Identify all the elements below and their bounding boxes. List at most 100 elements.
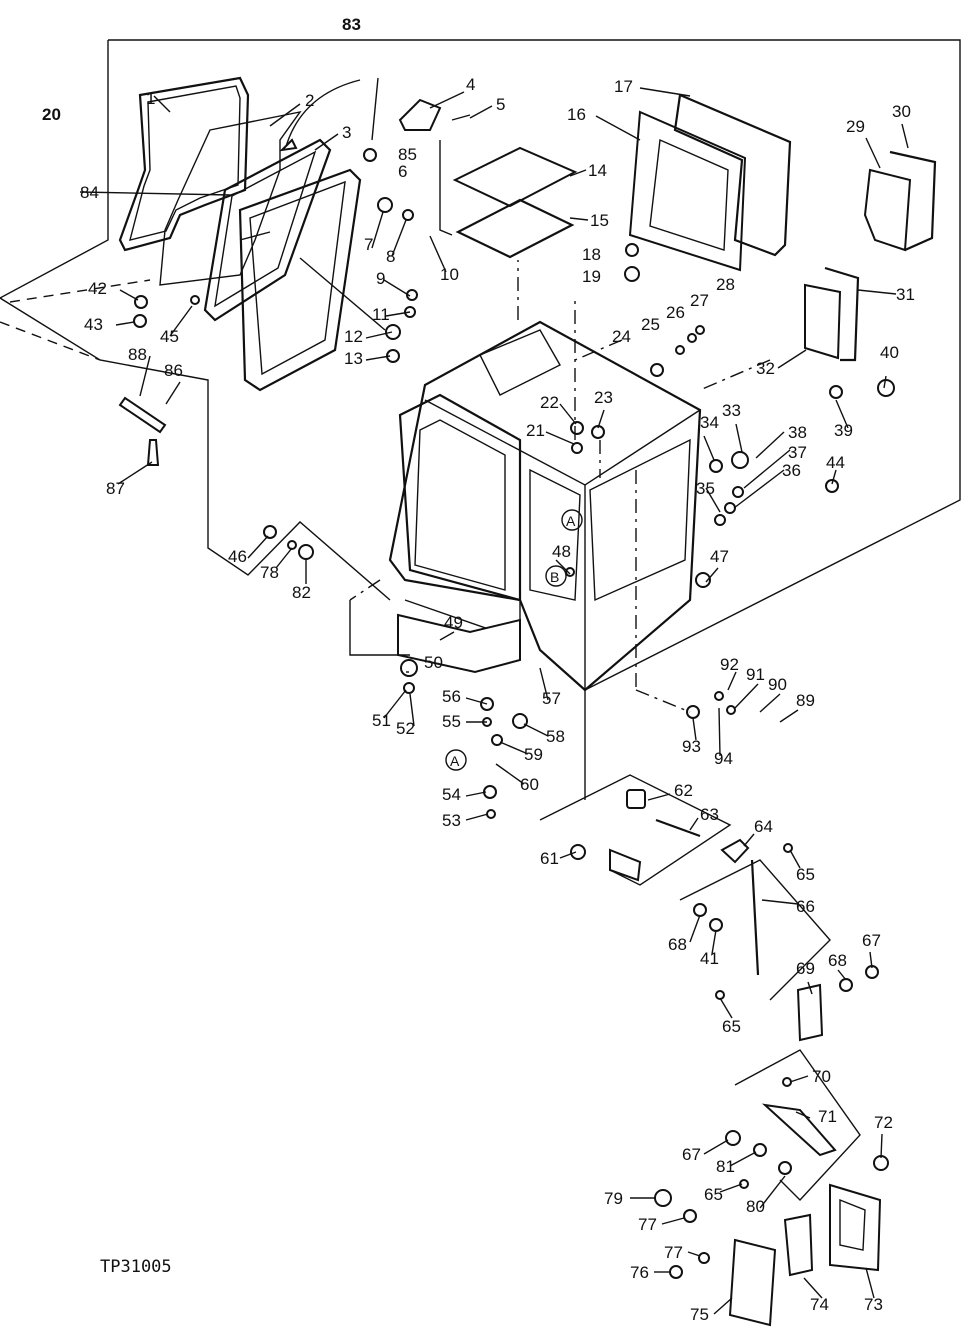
hardware-part <box>675 345 685 355</box>
hatch-leader <box>439 140 453 236</box>
callout-47: 47 <box>710 547 729 566</box>
callout-65a: 65 <box>796 865 815 884</box>
window-frame-1 <box>118 76 250 252</box>
rod-63 <box>655 818 701 838</box>
hardware-part <box>406 289 418 301</box>
callout-36: 36 <box>782 461 801 480</box>
callout-51: 51 <box>372 711 391 730</box>
leader-line <box>314 133 339 151</box>
leader-line <box>779 709 799 723</box>
callout-56: 56 <box>442 687 461 706</box>
callout-52: 52 <box>396 719 415 738</box>
callout-88: 88 <box>128 345 147 364</box>
leader-line <box>269 103 301 127</box>
leader-line <box>883 375 887 389</box>
washer-85 <box>363 148 377 162</box>
callout-46: 46 <box>228 547 247 566</box>
leader-line <box>727 671 737 691</box>
callout-11: 11 <box>372 305 390 324</box>
callout-38: 38 <box>788 423 807 442</box>
callout-39: 39 <box>834 421 853 440</box>
marker-A-detail: A <box>445 749 467 771</box>
leader-line <box>661 1217 685 1225</box>
callout-87: 87 <box>106 479 125 498</box>
hardware-part <box>625 243 639 257</box>
callout-76: 76 <box>630 1263 649 1282</box>
leader-line <box>569 217 589 221</box>
leader-line <box>713 1297 733 1315</box>
callout-33: 33 <box>722 401 741 420</box>
callout-43: 43 <box>84 315 103 334</box>
leader-line <box>705 487 721 513</box>
leader-line <box>115 321 135 326</box>
hardware-part <box>491 734 503 746</box>
leader-line <box>595 115 641 141</box>
hardware-part <box>714 691 724 701</box>
hardware-part <box>725 1130 741 1146</box>
window-seal-17 <box>673 93 792 257</box>
leader-line <box>689 817 699 831</box>
bracket-83 <box>371 77 379 141</box>
bracket-64 <box>720 838 750 864</box>
callout-34: 34 <box>700 413 719 432</box>
leader-line <box>687 1251 701 1257</box>
hardware-part <box>825 479 839 493</box>
callout-3: 3 <box>342 123 351 142</box>
hardware-part <box>714 514 726 526</box>
hatch-seal-15 <box>455 198 575 259</box>
callout-32: 32 <box>756 359 775 378</box>
callout-77a: 77 <box>638 1215 657 1234</box>
leader-line <box>647 793 671 801</box>
callout-83: 83 <box>342 15 361 34</box>
hardware-part <box>570 844 586 860</box>
hardware-part <box>403 682 415 694</box>
callout-82: 82 <box>292 583 311 602</box>
leader-line <box>275 547 293 569</box>
leader-line <box>555 559 571 575</box>
callout-7: 7 <box>364 235 373 254</box>
window-glass-2 <box>159 110 302 286</box>
leader-line <box>789 849 801 869</box>
callout-9: 9 <box>376 269 385 288</box>
plate-69 <box>796 983 824 1042</box>
callout-92: 92 <box>720 655 739 674</box>
bolt-5 <box>451 114 471 121</box>
callout-69: 69 <box>796 959 815 978</box>
callout-78: 78 <box>260 563 279 582</box>
leader-line <box>692 717 697 741</box>
svg-text:A: A <box>566 513 576 529</box>
callout-57: 57 <box>542 689 561 708</box>
callout-30: 30 <box>892 102 911 121</box>
callout-70: 70 <box>812 1067 831 1086</box>
leader-line <box>795 1111 811 1119</box>
window-seal-31 <box>824 266 860 362</box>
callout-84: 84 <box>80 183 99 202</box>
alignment-line <box>635 689 691 713</box>
hardware-part <box>287 540 297 550</box>
leader-line <box>365 355 391 361</box>
leader-line <box>718 707 721 757</box>
leader-line <box>153 95 171 113</box>
hardware-part <box>873 1155 889 1171</box>
callout-23: 23 <box>594 388 613 407</box>
leader-line <box>901 123 909 149</box>
leader-line <box>429 235 447 273</box>
hardware-part <box>687 333 697 343</box>
callout-74: 74 <box>810 1295 829 1314</box>
hardware-part <box>624 266 640 282</box>
hardware-part <box>732 486 744 498</box>
leader-line <box>865 1267 875 1299</box>
callout-22: 22 <box>540 393 559 412</box>
leader-line <box>803 1277 823 1299</box>
hardware-part <box>753 1143 767 1157</box>
leader-line <box>705 567 719 583</box>
plate-61 <box>609 848 642 882</box>
leader-line <box>365 331 393 339</box>
callout-44: 44 <box>826 453 845 472</box>
callout-71: 71 <box>818 1107 837 1126</box>
leader-line <box>759 693 781 713</box>
callout-75: 75 <box>690 1305 709 1324</box>
leader-line <box>761 899 799 905</box>
callout-86: 86 <box>164 361 183 380</box>
hardware-part <box>829 385 843 399</box>
